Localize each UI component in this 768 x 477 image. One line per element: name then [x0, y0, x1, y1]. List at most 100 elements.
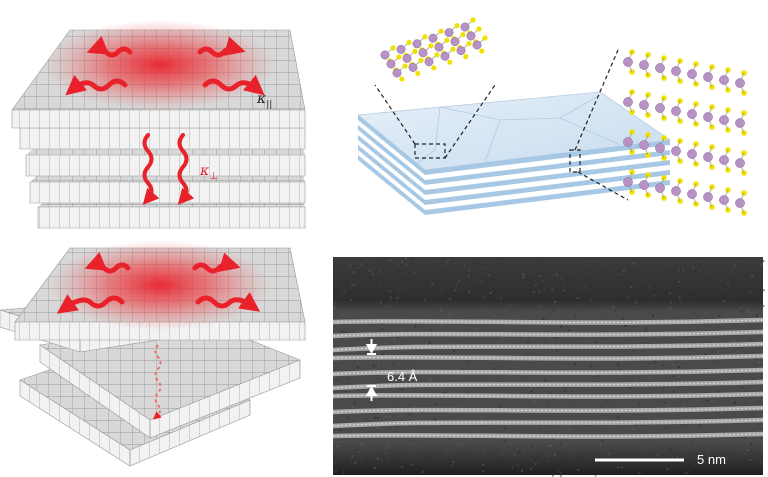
noise — [726, 282, 729, 285]
noise — [343, 327, 346, 330]
noise — [578, 307, 581, 310]
noise — [577, 468, 580, 471]
metal-atom — [380, 50, 390, 60]
noise — [530, 467, 533, 470]
noise — [336, 379, 339, 382]
noise — [637, 425, 640, 428]
noise — [443, 392, 446, 395]
noise — [642, 350, 644, 353]
noise — [603, 308, 606, 311]
chalcogen-atom — [460, 31, 466, 38]
noise — [757, 322, 760, 325]
noise — [684, 299, 687, 302]
rotated-slab-2 — [39, 319, 301, 439]
noise — [372, 273, 374, 276]
noise — [547, 460, 550, 463]
noise — [584, 285, 587, 288]
in-plane-heat-arrows — [65, 36, 265, 96]
noise — [650, 330, 653, 333]
scale-bar-label: 5 nm — [697, 452, 726, 467]
noise — [618, 366, 621, 368]
noise — [414, 398, 417, 401]
noise — [442, 278, 445, 281]
noise — [465, 309, 468, 312]
fringe-detail — [332, 381, 764, 389]
noise — [646, 279, 649, 282]
noise — [751, 404, 754, 407]
noise — [695, 269, 698, 272]
noise — [518, 317, 521, 319]
metal-atom — [434, 42, 444, 52]
noise — [647, 376, 650, 379]
noise — [638, 472, 641, 474]
noise — [655, 427, 658, 430]
noise — [710, 350, 713, 353]
noise — [543, 430, 546, 433]
noise — [576, 261, 579, 264]
noise — [497, 430, 500, 433]
noise — [406, 450, 409, 453]
noise — [510, 405, 513, 408]
noise — [479, 279, 482, 282]
noise — [631, 262, 634, 265]
noise — [429, 455, 431, 458]
noise — [634, 301, 637, 304]
noise — [388, 269, 391, 272]
heat-spot — [45, 20, 275, 110]
noise — [669, 301, 672, 304]
noise — [562, 318, 565, 321]
noise — [540, 259, 543, 261]
noise — [475, 263, 478, 265]
block-layer — [358, 150, 425, 210]
noise — [585, 264, 587, 267]
noise — [445, 391, 448, 394]
noise — [474, 327, 477, 330]
noise — [389, 296, 392, 299]
noise — [425, 342, 428, 345]
noise — [335, 366, 338, 369]
noise — [418, 443, 421, 446]
noise — [715, 417, 718, 420]
noise — [448, 298, 451, 300]
noise — [568, 373, 571, 376]
noise — [460, 327, 463, 330]
noise — [353, 283, 356, 286]
metal-atom — [418, 48, 428, 58]
noise — [708, 304, 711, 307]
metal-atom — [735, 118, 745, 128]
noise — [415, 411, 418, 414]
noise — [636, 354, 639, 357]
noise — [762, 289, 765, 292]
noise — [740, 323, 742, 326]
noise — [746, 449, 749, 452]
noise — [569, 283, 571, 285]
noise — [363, 305, 366, 308]
noise — [448, 258, 451, 261]
noise — [522, 339, 524, 342]
noise — [563, 284, 566, 287]
noise — [740, 309, 743, 312]
noise — [724, 372, 727, 375]
noise — [689, 468, 692, 471]
tem-image: 6.4 Å 5 nm — [332, 257, 765, 477]
noise — [399, 299, 402, 302]
noise — [439, 309, 442, 312]
noise — [749, 443, 752, 446]
noise — [539, 413, 542, 416]
block-layer — [358, 120, 425, 180]
noise — [398, 402, 401, 405]
noise — [353, 402, 356, 405]
chalcogen-atom — [412, 48, 418, 55]
noise — [406, 430, 409, 433]
noise — [689, 347, 692, 350]
noise — [752, 295, 755, 298]
noise — [551, 438, 554, 441]
fringe-detail — [332, 331, 764, 337]
noise — [454, 398, 457, 400]
noise — [635, 378, 638, 381]
noise — [654, 399, 657, 402]
chalcogen-atom — [402, 63, 408, 69]
noise — [687, 471, 690, 474]
noise — [690, 293, 693, 296]
noise — [559, 325, 562, 328]
